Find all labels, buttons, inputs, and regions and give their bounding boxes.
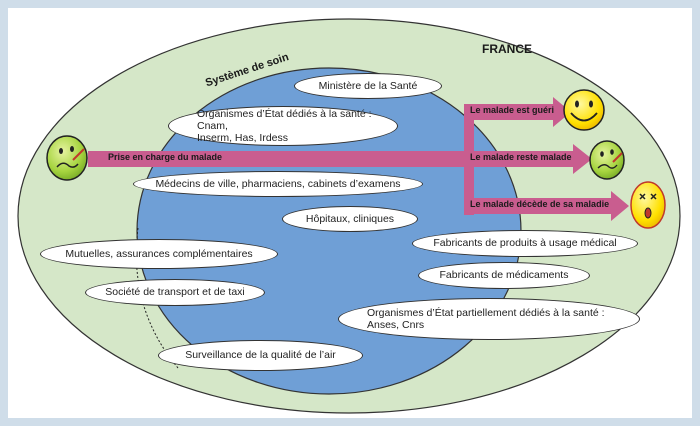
entity-fabricants-medical: Fabricants de produits à usage médical — [412, 230, 638, 257]
entity-medecins: Médecins de ville, pharmaciens, cabinets… — [133, 171, 423, 197]
still-sick-patient-icon — [589, 140, 625, 180]
entity-air: Surveillance de la qualité de l’air — [158, 340, 363, 371]
entity-mutuelles: Mutuelles, assurances complémentaires — [40, 239, 278, 269]
arrow-text-reste-malade: Le malade reste malade — [470, 152, 572, 162]
patient-flow-arrows — [88, 97, 629, 221]
entity-hopitaux: Hôpitaux, cliniques — [282, 206, 418, 232]
arrow-gueri — [464, 97, 571, 127]
entity-organismes-etat: Organismes d’État dédiés à la santé : Cn… — [168, 106, 398, 146]
entity-fabricants-medicaments: Fabricants de médicaments — [418, 262, 590, 289]
arrow-text-gueri: Le malade est guéri — [470, 105, 555, 115]
entity-transport: Société de transport et de taxi — [85, 279, 265, 306]
arrow-vertical-trunk — [464, 111, 474, 215]
arrow-decede — [464, 191, 629, 221]
diagram-frame: FRANCE Système de soin Ministère de la S… — [8, 8, 692, 418]
entity-organismes-partiels: Organismes d’État partiellement dédiés à… — [338, 298, 640, 340]
entity-ministere: Ministère de la Santé — [294, 73, 442, 99]
country-label: FRANCE — [482, 42, 532, 56]
cured-smiley-icon — [563, 89, 605, 131]
deceased-patient-icon — [630, 181, 666, 229]
arrow-text-decede: Le malade décède de sa maladie — [470, 199, 610, 209]
arrow-text-prise-en-charge: Prise en charge du malade — [108, 152, 223, 162]
sick-patient-icon — [46, 135, 88, 181]
